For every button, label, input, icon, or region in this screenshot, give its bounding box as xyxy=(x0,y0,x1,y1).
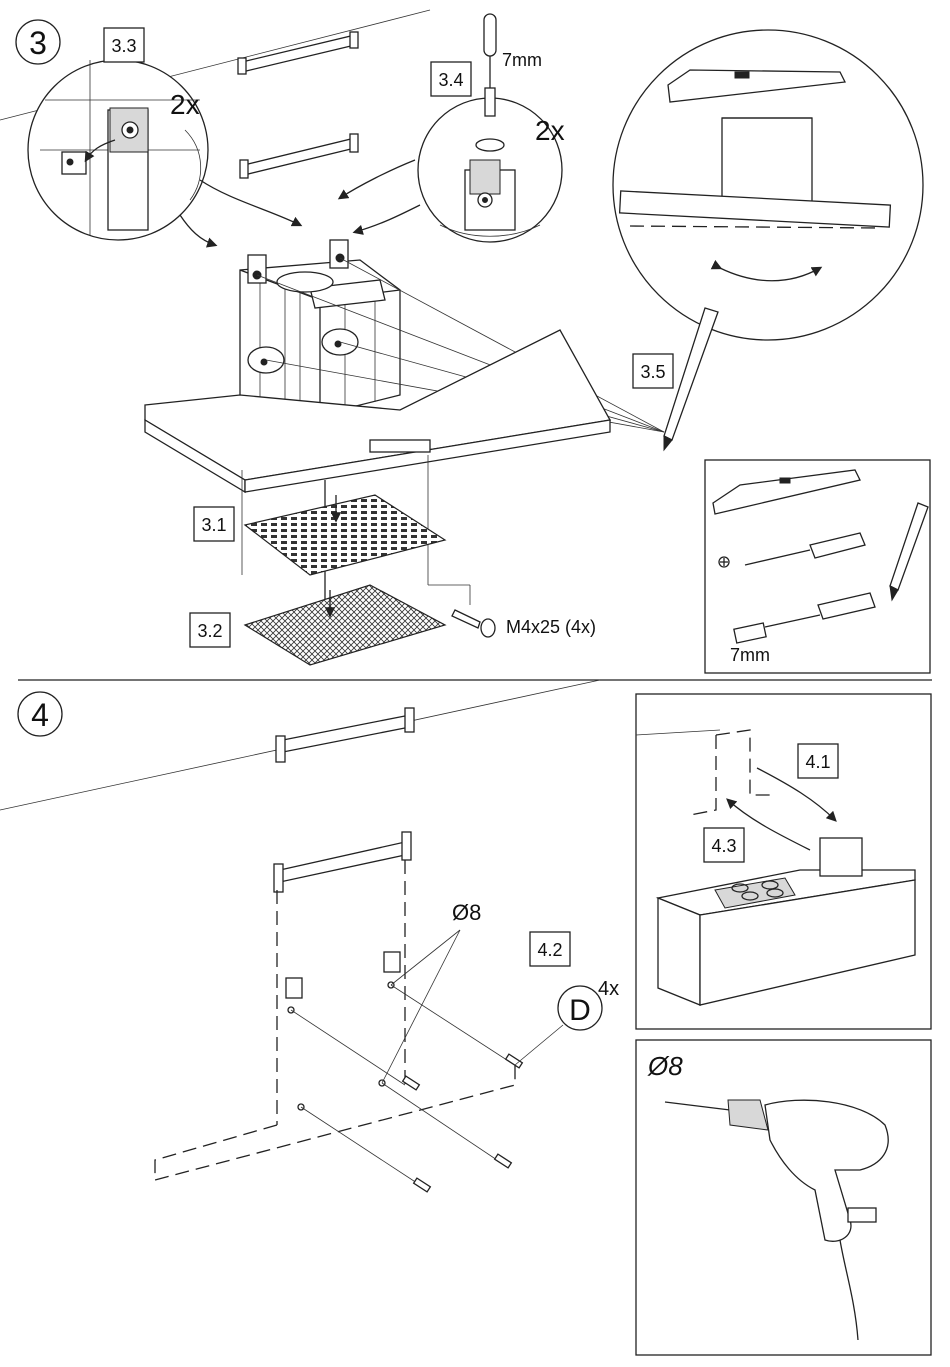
label-4-2: 4.2 xyxy=(537,940,562,960)
arrow-from-3-3b xyxy=(180,215,215,245)
step-4: 4 xyxy=(0,680,931,1355)
label-3-1: 3.1 xyxy=(201,515,226,535)
label-3-3: 3.3 xyxy=(111,36,136,56)
dowel-badge: D 4x xyxy=(515,978,619,1065)
arrow-from-3-4b xyxy=(355,205,420,232)
socket-driver-icon: 7mm xyxy=(484,14,542,116)
label-3-5: 3.5 xyxy=(640,362,665,382)
level-detail xyxy=(613,30,923,340)
drill-panel-size: Ø8 xyxy=(647,1051,683,1081)
grease-filter xyxy=(245,495,445,575)
wall-bracket-lower xyxy=(240,134,358,178)
hood-assembly xyxy=(145,240,664,492)
chimney-outline xyxy=(155,832,515,1180)
arrow-from-3-4 xyxy=(340,160,415,198)
carbon-filter xyxy=(245,585,445,665)
detail-3-4-qty: 2x xyxy=(535,115,565,146)
tools-box: 7mm xyxy=(705,460,930,673)
dowel-qty: 4x xyxy=(598,978,619,1000)
detail-3-4-socket: 7mm xyxy=(502,50,542,70)
kitchen-panel: 4.1 4.3 xyxy=(636,694,931,1029)
label-4-1: 4.1 xyxy=(805,752,830,772)
ceiling-bracket xyxy=(276,708,414,762)
step-4-number: 4 xyxy=(31,697,49,733)
arrow-from-3-3 xyxy=(200,180,300,225)
screws-spec: M4x25 (4x) xyxy=(506,617,596,637)
detail-3-3: 3.3 2x xyxy=(28,28,208,240)
step-3-number: 3 xyxy=(29,25,47,61)
drill-size-label: Ø8 xyxy=(452,900,481,925)
dowel-letter: D xyxy=(569,994,591,1027)
step-4-badge: 4 xyxy=(18,692,62,736)
step-3: 3 3.3 xyxy=(0,10,930,673)
drill-holes: Ø8 xyxy=(288,900,522,1192)
tools-socket-size: 7mm xyxy=(730,645,770,665)
drill-panel: Ø8 xyxy=(636,1040,931,1355)
label-3-2: 3.2 xyxy=(197,621,222,641)
step-3-badge: 3 xyxy=(16,20,60,64)
label-3-4: 3.4 xyxy=(438,70,463,90)
label-4-3: 4.3 xyxy=(711,836,736,856)
detail-3-3-qty: 2x xyxy=(170,89,200,120)
wall-bracket-upper xyxy=(238,32,358,74)
screw-icon xyxy=(452,610,495,637)
